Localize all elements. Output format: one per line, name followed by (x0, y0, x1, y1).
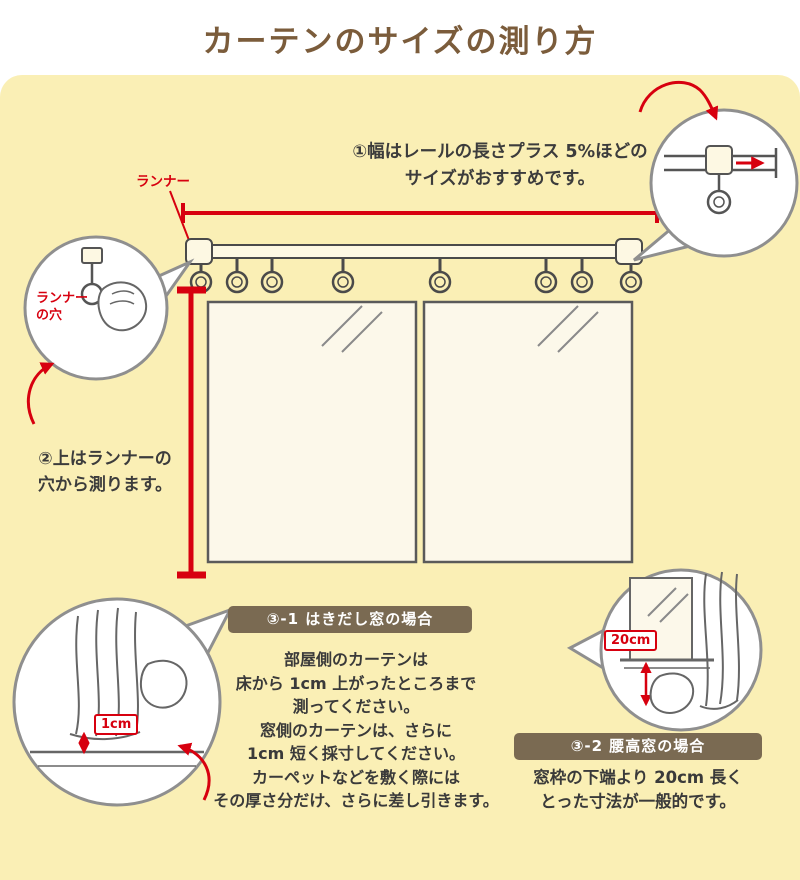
measure-label-1cm: 1cm (94, 714, 139, 735)
glass-shine (321, 305, 599, 353)
case2-paragraph: 窓枠の下端より 20cm 長く とった寸法が一般的です。 (506, 766, 770, 814)
case1-text-line: 部屋側のカーテンは (283, 650, 428, 669)
tip-width: ①幅はレールの長さプラス 5%ほどの サイズがおすすめです。 (320, 139, 680, 193)
curl-arrow-top-right (638, 80, 719, 121)
tip-width-line1: ①幅はレールの長さプラス 5%ほどの (352, 142, 648, 162)
callout-runner-hole (23, 235, 195, 381)
case2-text-line: とった寸法が一般的です。 (540, 792, 736, 811)
floor-lines (30, 750, 204, 767)
curl-arrow-left (26, 362, 55, 425)
measure-label-20cm: 20cm (604, 630, 658, 651)
tip-width-line2: サイズがおすすめです。 (404, 169, 596, 189)
page-title: カーテンのサイズの測り方 (202, 24, 598, 60)
runner-label: ランナー (136, 174, 190, 190)
case1-text-line: 1cm 短く採寸してください。 (247, 744, 465, 763)
callout-floor (12, 597, 234, 807)
hand-shape (97, 281, 148, 332)
tip-height-line2: 穴から測ります。 (37, 475, 173, 495)
hand-shape (140, 659, 188, 709)
glass-shine (647, 587, 689, 623)
rail-runners (189, 258, 643, 294)
window (206, 300, 634, 564)
case2-badge: ③-2 腰高窓の場合 (514, 733, 762, 760)
sill-lines (620, 658, 714, 669)
callout-rail-end (633, 108, 799, 262)
case1-text-line: その厚さ分だけ、さらに差し引きます。 (213, 791, 499, 810)
tip-height-line1: ②上はランナーの (38, 449, 172, 469)
case2-text-line: 窓枠の下端より 20cm 長く (533, 768, 743, 787)
hand-shape (649, 672, 695, 714)
case1-text-line: 床から 1cm 上がったところまで (235, 673, 477, 693)
case1-text-line: カーペットなどを敷く際には (251, 767, 460, 787)
case1-paragraph: 部屋側のカーテンは 床から 1cm 上がったところまで 測ってください。 窓側の… (210, 648, 502, 813)
runner-hole-label-line1: ランナー (36, 291, 89, 306)
curl-arrow-bottom-left (177, 742, 211, 801)
callout-window-sill (566, 568, 763, 732)
runner-hole-label: ランナー の穴 (36, 290, 88, 324)
case1-badge: ③-1 はきだし窓の場合 (228, 606, 472, 633)
runner-hole-label-line2: の穴 (36, 308, 63, 323)
tip-height: ②上はランナーの 穴から測ります。 (18, 446, 192, 498)
width-measure-line (181, 203, 659, 223)
case1-text-line: 窓側のカーテンは、さらに (259, 720, 452, 740)
height-measure-line (177, 286, 206, 579)
case1-text-line: 測ってください。 (292, 697, 420, 716)
curtain-rail (185, 238, 643, 265)
curtain-folds (699, 571, 740, 710)
